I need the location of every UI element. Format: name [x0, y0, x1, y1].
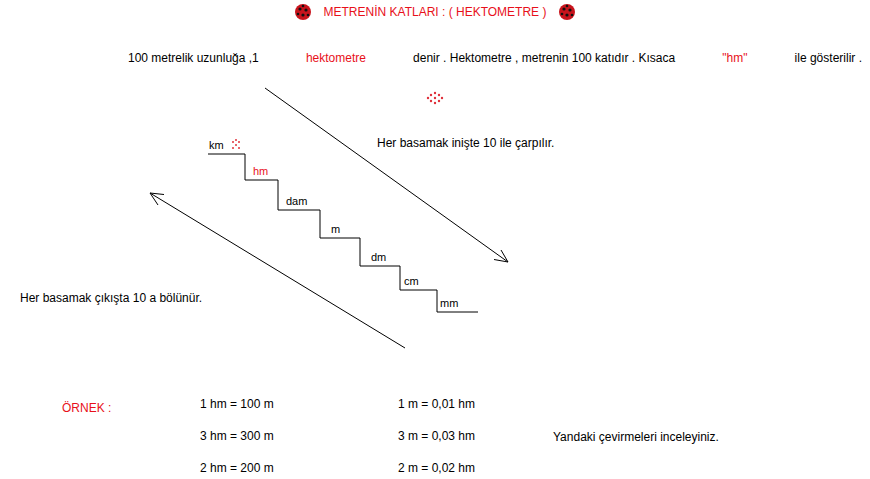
- unit-label: km: [209, 139, 224, 152]
- down-arrow: [265, 88, 508, 262]
- intro-text: denir . Hektometre , metrenin 100 katıdı…: [413, 51, 675, 65]
- intro-row: 100 metrelik uzunluğa ,1 hektometre denir …: [128, 51, 862, 65]
- decor-ball: [559, 4, 575, 20]
- intro-text: ile gösterilir .: [795, 51, 862, 65]
- example-line: 2 hm = 200 m: [200, 461, 274, 475]
- unit-label: cm: [404, 275, 419, 288]
- intro-text: hektometre: [306, 51, 366, 65]
- unit-label: dam: [286, 195, 307, 208]
- title: METRENİN KATLARI : ( HEKTOMETRE ): [0, 5, 870, 19]
- intro-text: "hm": [722, 51, 747, 65]
- up-arrow: [150, 193, 405, 348]
- decor-ball: [295, 4, 311, 20]
- staircase: [208, 154, 478, 312]
- decor-dots: [427, 92, 443, 104]
- example-line: 1 m = 0,01 hm: [398, 397, 475, 411]
- example-line: 2 m = 0,02 hm: [398, 461, 475, 475]
- example-line: 3 hm = 300 m: [200, 429, 274, 443]
- arrow-note: Her basamak çıkışta 10 a bölünür.: [20, 291, 202, 305]
- example-heading: ÖRNEK :: [62, 401, 111, 415]
- unit-label: dm: [371, 251, 386, 264]
- example-line: 3 m = 0,03 hm: [398, 429, 475, 443]
- arrow-note: Her basamak inişte 10 ile çarpılır.: [377, 136, 554, 150]
- unit-label: mm: [440, 297, 458, 310]
- unit-label: m: [331, 223, 340, 236]
- unit-label: hm: [253, 165, 268, 178]
- intro-text: 100 metrelik uzunluğa ,1: [128, 51, 259, 65]
- example-line: 1 hm = 100 m: [200, 397, 274, 411]
- decor-dots: [232, 139, 240, 149]
- note: Yandaki çevirmeleri inceleyiniz.: [553, 430, 719, 444]
